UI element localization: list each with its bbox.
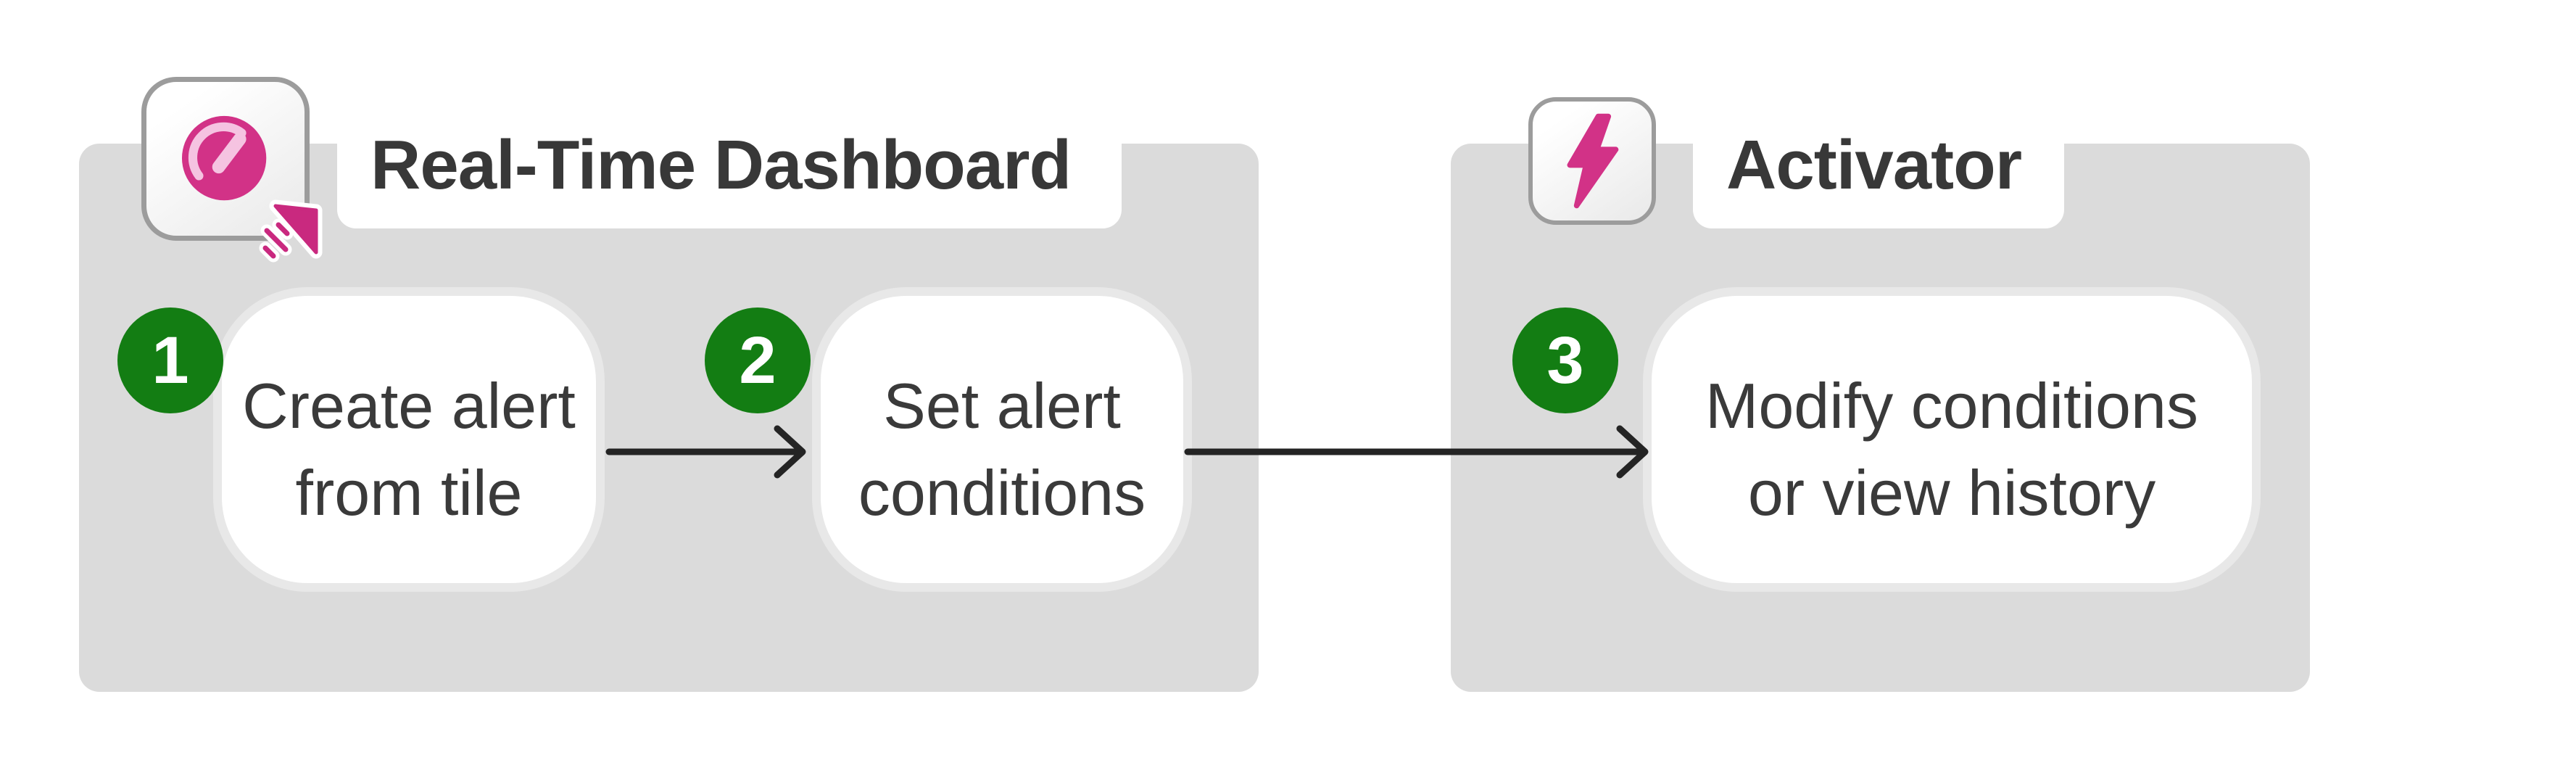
step-box-set-conditions: Set alert conditions bbox=[821, 296, 1183, 583]
activator-title: Activator bbox=[1726, 125, 2022, 204]
cursor-arrow-shape bbox=[262, 204, 318, 259]
step-2-number-badge: 2 bbox=[705, 307, 811, 413]
gauge-needle bbox=[212, 132, 247, 174]
step-1-text: Create alert from tile bbox=[242, 363, 576, 537]
realtime-dashboard-title: Real-Time Dashboard bbox=[370, 125, 1072, 204]
gauge-dashboard-icon bbox=[181, 115, 267, 201]
step-3-number-badge: 3 bbox=[1512, 307, 1618, 413]
realtime-dashboard-title-label: Real-Time Dashboard bbox=[337, 102, 1122, 228]
step-3-line-1: Modify conditions bbox=[1705, 370, 2198, 442]
lightning-bolt-shape bbox=[1567, 113, 1619, 209]
step-2-line-1: Set alert bbox=[883, 370, 1121, 442]
gauge-arc bbox=[188, 122, 247, 181]
arrow-head bbox=[774, 425, 806, 479]
step-box-create-alert: Create alert from tile bbox=[222, 296, 596, 583]
step-2-line-2: conditions bbox=[858, 457, 1146, 529]
step-1-number-badge: 1 bbox=[117, 307, 223, 413]
lightning-bolt-icon bbox=[1567, 113, 1619, 209]
step-3-line-2: or view history bbox=[1747, 457, 2156, 529]
step-box-modify-conditions: Modify conditions or view history bbox=[1652, 296, 2252, 583]
step-3-text: Modify conditions or view history bbox=[1705, 363, 2198, 537]
activator-title-label: Activator bbox=[1693, 102, 2064, 228]
arrow-step1-to-step2 bbox=[605, 425, 806, 479]
arrow-head bbox=[1616, 425, 1649, 479]
cursor-arrow-icon bbox=[259, 199, 323, 263]
step-1-line-1: Create alert bbox=[242, 370, 576, 442]
step-1-line-2: from tile bbox=[295, 457, 523, 529]
arrow-step2-to-step3 bbox=[1184, 425, 1649, 479]
activator-app-tile bbox=[1528, 97, 1656, 225]
step-2-text: Set alert conditions bbox=[858, 363, 1146, 537]
